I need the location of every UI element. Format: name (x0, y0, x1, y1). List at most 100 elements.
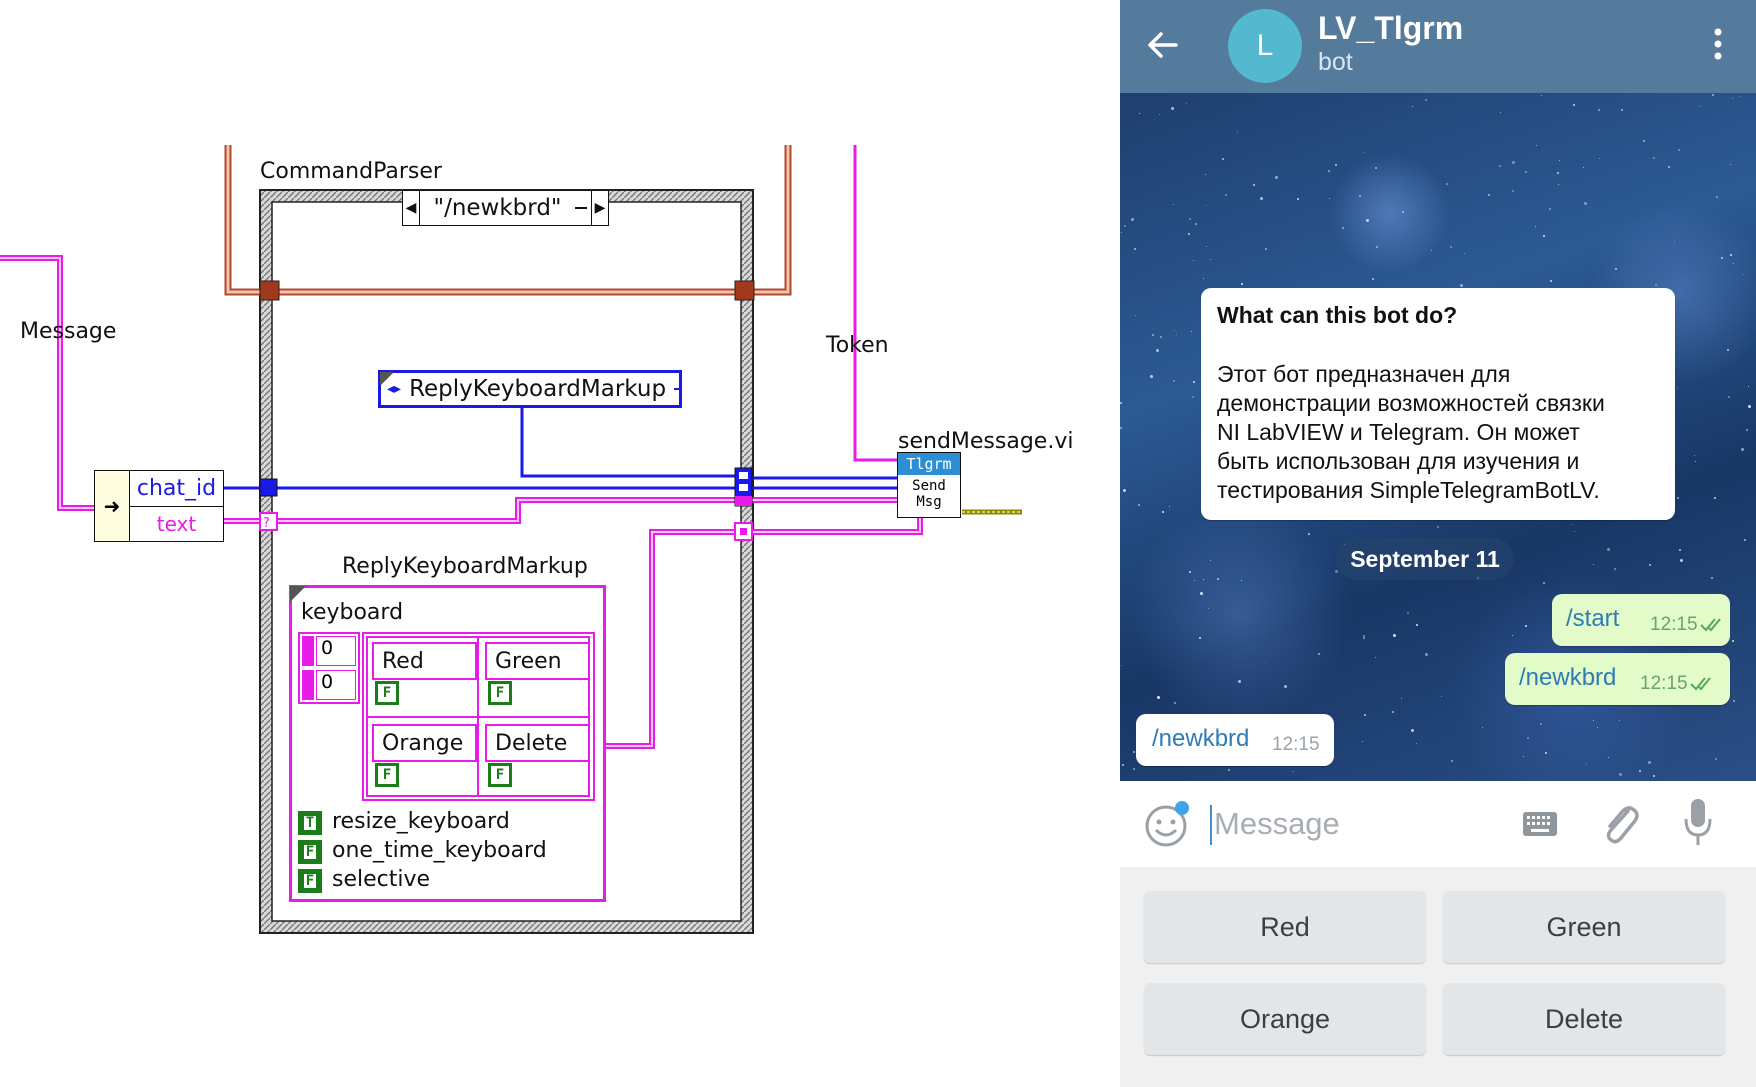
kb-button-flag-0[interactable]: F (375, 681, 399, 705)
star-dot (1260, 197, 1263, 200)
avatar[interactable]: L (1228, 9, 1302, 83)
star-dot (1615, 268, 1617, 270)
chat-id-field: chat_id (130, 471, 223, 507)
star-dot (1545, 752, 1547, 754)
col-index[interactable]: 0 (316, 670, 356, 700)
unbundle-by-name[interactable]: ➜ chat_id text (94, 470, 224, 542)
star-dot (1740, 96, 1741, 97)
star-dot (1191, 331, 1192, 332)
option-flag-1[interactable]: F (298, 840, 322, 864)
star-dot (1527, 737, 1529, 739)
star-dot (1607, 548, 1610, 551)
message-out-start[interactable]: /start 12:15 (1552, 594, 1730, 646)
star-dot (1376, 246, 1378, 248)
star-dot (1217, 578, 1219, 580)
array-index[interactable]: 0 0 (298, 632, 360, 704)
keyboard-button-orange[interactable]: Orange (1144, 983, 1426, 1055)
option-flag-2[interactable]: F (298, 869, 322, 893)
col-stepper-icon[interactable] (302, 670, 314, 700)
subvi-top: Tlgrm (898, 453, 960, 475)
keyboard-button-delete[interactable]: Delete (1443, 983, 1725, 1055)
star-dot (1335, 164, 1337, 166)
date-badge: September 11 (1336, 538, 1514, 580)
star-dot (1193, 260, 1194, 261)
star-dot (1732, 98, 1733, 99)
message-time: 12:15 (1640, 673, 1688, 694)
star-dot (1275, 176, 1278, 179)
star-dot (1186, 103, 1187, 104)
star-dot (1694, 455, 1695, 456)
star-dot (1744, 539, 1746, 541)
star-dot (1210, 259, 1211, 260)
star-dot (1228, 769, 1230, 771)
star-dot (1540, 723, 1542, 725)
star-dot (1699, 106, 1700, 107)
row-index[interactable]: 0 (316, 636, 356, 666)
star-dot (1715, 758, 1717, 760)
increment-arrow-icon[interactable]: ▶ (591, 191, 608, 225)
kb-button-text-2[interactable]: Orange (372, 724, 477, 762)
star-dot (1614, 568, 1616, 570)
mic-icon[interactable] (1682, 795, 1714, 851)
star-dot (1162, 511, 1164, 513)
kb-button-flag-2[interactable]: F (375, 763, 399, 787)
send-message-subvi[interactable]: Tlgrm Send Msg (897, 452, 961, 518)
case-selector-value: "/newkbrd" (433, 195, 562, 221)
message-input[interactable]: Message (1214, 806, 1340, 841)
message-out-newkbrd[interactable]: /newkbrd 12:15 (1505, 653, 1730, 705)
case-selector[interactable]: ◀ "/newkbrd" ▶ (402, 190, 609, 226)
star-dot (1169, 506, 1170, 507)
reply-keyboard-constant[interactable]: ◂▸ ReplyKeyboardMarkup (378, 370, 682, 408)
star-dot (1160, 336, 1162, 338)
star-dot (1543, 582, 1545, 584)
kb-button-text-3[interactable]: Delete (485, 724, 590, 762)
star-dot (1437, 526, 1439, 528)
keyboard-icon[interactable] (1522, 811, 1558, 837)
reply-keyboard-cluster[interactable]: keyboard 0 0 Red F Green F Orange F Dele… (289, 585, 606, 902)
decrement-arrow-icon[interactable]: ◀ (403, 191, 420, 225)
labview-block-diagram: ? CommandParser ◀ "/newkbrd" ▶ Message T… (0, 145, 1074, 934)
back-arrow-icon[interactable] (1146, 28, 1180, 62)
svg-text:?: ? (263, 516, 270, 531)
star-dot (1536, 145, 1537, 146)
text-field: text (130, 507, 223, 541)
star-dot (1156, 349, 1159, 352)
star-dot (1159, 114, 1160, 115)
send-message-label: sendMessage.vi (898, 429, 1074, 454)
reply-keyboard: Red Green Orange Delete (1120, 867, 1756, 1087)
star-dot (1558, 184, 1559, 185)
row-stepper-icon[interactable] (302, 636, 314, 666)
option-flag-0[interactable]: T (298, 811, 322, 835)
kb-button-text-1[interactable]: Green (485, 642, 590, 680)
message-in-newkbrd[interactable]: /newkbrd 12:15 (1136, 714, 1334, 766)
double-check-icon (1700, 618, 1721, 632)
star-dot (1225, 194, 1227, 196)
star-dot (1525, 171, 1527, 173)
star-dot (1425, 653, 1428, 656)
star-dot (1363, 637, 1365, 639)
star-dot (1450, 246, 1452, 248)
menu-dots-icon[interactable] (1712, 26, 1724, 62)
keyboard-button-red[interactable]: Red (1144, 891, 1426, 963)
star-dot (1695, 461, 1696, 462)
star-dot (1649, 564, 1651, 566)
keyboard-button-green[interactable]: Green (1443, 891, 1725, 963)
kb-button-text-0[interactable]: Red (372, 642, 477, 680)
star-dot (1123, 489, 1126, 492)
star-dot (1441, 696, 1442, 697)
attach-icon[interactable] (1598, 799, 1642, 849)
kb-button-flag-1[interactable]: F (488, 681, 512, 705)
star-dot (1746, 429, 1748, 431)
star-dot (1342, 227, 1344, 229)
kb-button-flag-3[interactable]: F (488, 763, 512, 787)
star-dot (1189, 571, 1191, 573)
star-dot (1680, 559, 1683, 562)
star-dot (1210, 560, 1211, 561)
star-dot (1407, 612, 1409, 614)
star-dot (1733, 263, 1734, 264)
dropdown-icon[interactable] (575, 207, 587, 209)
emoji-icon[interactable] (1142, 799, 1192, 849)
chat-background: What can this bot do? Этот бот предназна… (1120, 93, 1756, 781)
star-dot (1677, 387, 1678, 388)
star-dot (1464, 253, 1465, 254)
